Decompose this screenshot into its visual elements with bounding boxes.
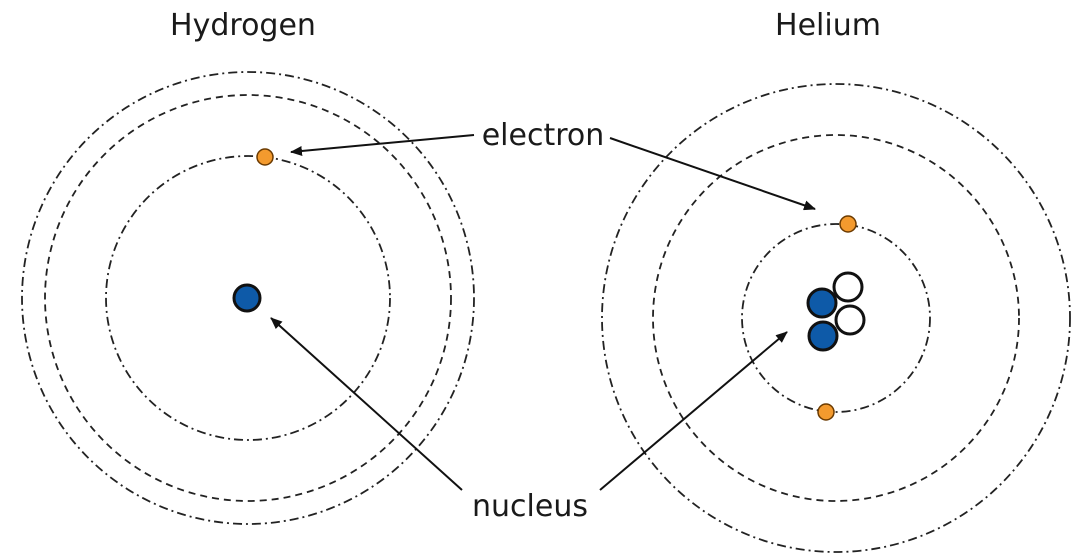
- helium-orbit-middle: [652, 134, 1020, 502]
- hydrogen-orbit-inner: [105, 155, 391, 441]
- helium-electron-top: [839, 215, 857, 233]
- nucleus-arrow-helium: [599, 331, 788, 491]
- hydrogen-title: Hydrogen: [170, 8, 316, 43]
- helium-neutron: [834, 304, 866, 336]
- hydrogen-orbit-outer: [21, 71, 475, 525]
- helium-atom: [601, 83, 1071, 553]
- helium-electron-bottom: [817, 403, 835, 421]
- helium-title: Helium: [775, 8, 881, 43]
- nucleus-label: nucleus: [472, 489, 588, 524]
- electron-label: electron: [482, 118, 605, 153]
- helium-nucleus: [806, 271, 866, 352]
- nucleus-arrow-hydrogen: [270, 317, 463, 491]
- hydrogen-nucleus-proton: [232, 283, 262, 313]
- electron-arrow-hydrogen: [290, 134, 475, 156]
- helium-orbit-outer: [601, 83, 1071, 553]
- electron-arrow-helium: [609, 137, 816, 211]
- helium-orbit-inner: [741, 223, 931, 413]
- hydrogen-electron: [256, 148, 274, 166]
- helium-proton: [807, 320, 839, 352]
- hydrogen-orbit-middle: [44, 94, 452, 502]
- helium-neutron: [832, 271, 864, 303]
- hydrogen-atom: [21, 71, 475, 525]
- helium-proton: [806, 287, 838, 319]
